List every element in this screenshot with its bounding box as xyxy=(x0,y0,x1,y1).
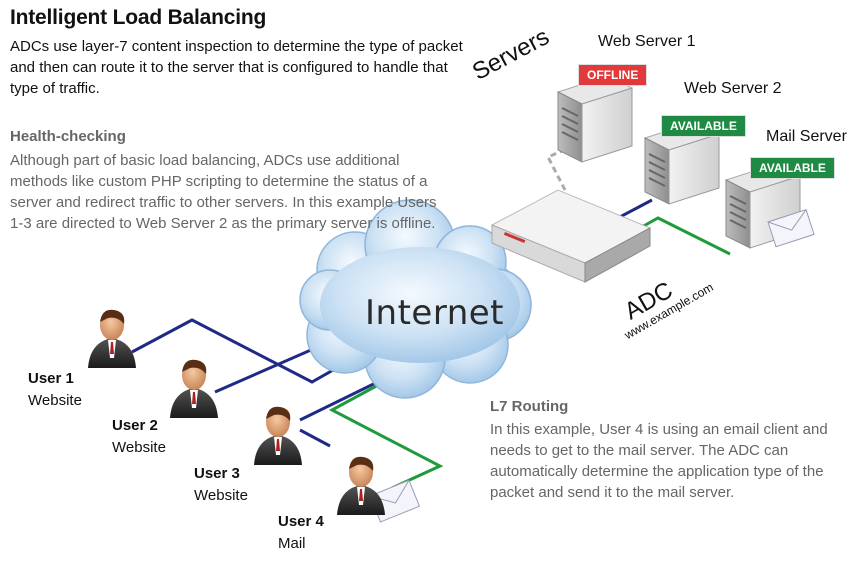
user3-app: Website xyxy=(194,487,248,504)
web-server-2-status-badge: AVAILABLE xyxy=(661,115,746,137)
user4-name: User 4 xyxy=(278,513,324,530)
web-server-1-label: Web Server 1 xyxy=(598,33,696,50)
web-server-1-tower xyxy=(556,75,634,163)
user4-avatar xyxy=(337,456,385,515)
internet-label: Internet xyxy=(365,293,505,333)
web-server-1-status-badge: OFFLINE xyxy=(578,64,648,86)
user4-link xyxy=(328,382,444,490)
mail-server-label: Mail Server xyxy=(766,128,847,145)
page-title: Intelligent Load Balancing xyxy=(10,6,267,29)
adc-webserver1-link xyxy=(545,136,593,191)
user2-app: Website xyxy=(112,439,166,456)
l7-routing-heading: L7 Routing xyxy=(490,398,569,415)
user4-app: Mail xyxy=(278,535,306,552)
mail-server-status-badge: AVAILABLE xyxy=(750,157,835,179)
web-server-2-label: Web Server 2 xyxy=(684,80,782,97)
user1-app: Website xyxy=(28,392,82,409)
user2-name: User 2 xyxy=(112,417,158,434)
user2-avatar xyxy=(170,359,218,418)
l7-routing-text: In this example, User 4 is using an emai… xyxy=(490,421,828,501)
user1-name: User 1 xyxy=(28,370,74,387)
mail-server-envelope-icon xyxy=(767,209,815,248)
user3-avatar xyxy=(254,406,302,465)
health-checking-heading: Health-checking xyxy=(10,128,126,145)
internet-cloud xyxy=(299,199,532,399)
adc-mailserver-link xyxy=(639,216,731,256)
adc-appliance xyxy=(490,189,652,283)
health-checking-text: Although part of basic load balancing, A… xyxy=(10,152,437,232)
user1-avatar xyxy=(88,309,136,368)
user3-name: User 3 xyxy=(194,465,240,482)
adc-webserver2-link xyxy=(617,198,653,220)
intro-text: ADCs use layer-7 content inspection to d… xyxy=(10,38,463,97)
